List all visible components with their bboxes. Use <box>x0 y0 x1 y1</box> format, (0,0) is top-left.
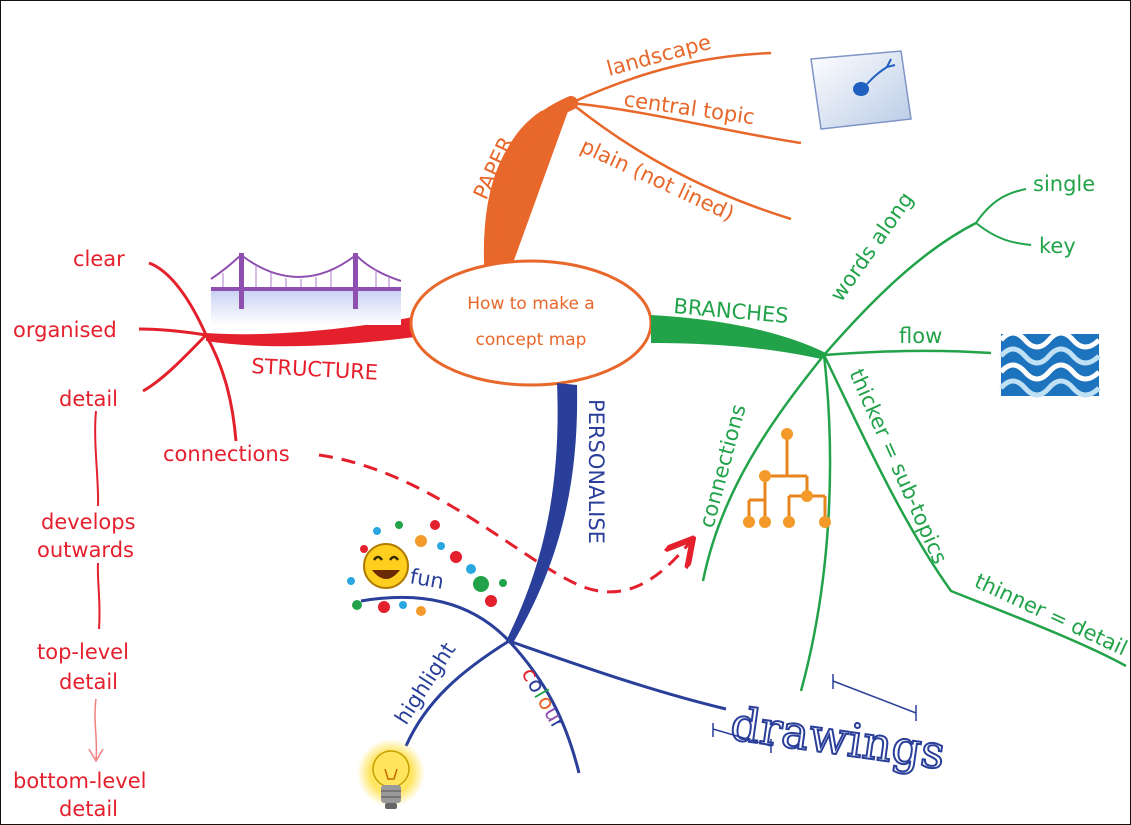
connections-label: connections <box>163 442 290 466</box>
highlight-branch-line <box>404 639 510 747</box>
center-title-line2: concept map <box>476 330 587 350</box>
single-label: single <box>1033 172 1095 196</box>
detail-down-arrow <box>88 698 104 763</box>
drawings-branch-line <box>508 639 727 711</box>
drawings-dimension-top <box>832 674 917 721</box>
thicker-sub-topics-label: thicker = sub-topics <box>844 365 952 567</box>
organised-branch-line <box>138 327 207 337</box>
detail-label: detail <box>59 387 118 411</box>
flow-label: flow <box>899 324 942 348</box>
key-branch-line <box>975 222 1032 246</box>
confetti-dots <box>347 520 507 616</box>
landscape-label: landscape <box>604 30 714 81</box>
fun-branch-line <box>360 595 511 643</box>
personalise-label: PERSONALISE <box>584 399 608 544</box>
paper-trunk <box>488 103 571 263</box>
green-connections-label: connections <box>695 402 751 531</box>
organised-label: organised <box>13 318 117 342</box>
branches-branch: BRANCHES words along single key flow thi… <box>651 172 1130 692</box>
hierarchy-icon <box>743 428 831 528</box>
drawings-dimension-left <box>712 723 772 753</box>
clear-branch-line <box>148 261 208 336</box>
plain-not-lined-label: plain (not lined) <box>577 134 738 226</box>
connections-branch-line <box>204 334 238 442</box>
detail-branch-line <box>142 333 208 393</box>
bridge-icon <box>210 253 402 325</box>
central-topic-branch-line <box>570 101 802 145</box>
center-title-line1: How to make a <box>467 294 594 314</box>
green-connections-branch-line <box>701 354 825 582</box>
bottom-level-detail-label: detail <box>59 797 118 821</box>
structure-trunk <box>206 317 415 347</box>
connections-dashed-link <box>318 453 691 594</box>
top-level-detail-label: detail <box>59 670 118 694</box>
personalise-branch: PERSONALISE fun highlight c o l o u r dr… <box>360 383 950 781</box>
flow-branch-line <box>823 349 992 357</box>
structure-label: STRUCTURE <box>251 354 379 385</box>
plain-branch-line <box>570 102 792 221</box>
thinner-detail-label: thinner = detail <box>971 569 1130 661</box>
outwards-label: outwards <box>37 538 134 562</box>
develops-label: develops <box>41 510 136 534</box>
structure-branch: STRUCTURE clear organised detail connect… <box>13 247 691 821</box>
paper-branch: PAPER landscape central topic plain (not… <box>469 30 802 270</box>
clear-label: clear <box>73 247 125 271</box>
words-along-branch-line <box>823 221 977 356</box>
personalise-trunk <box>506 383 578 643</box>
smiley-icon <box>363 543 409 589</box>
fun-label: fun <box>408 564 446 594</box>
waves-icon <box>999 330 1101 398</box>
colour-label: c o l o u r <box>517 664 571 734</box>
bottom-level-label: bottom-level <box>13 769 146 793</box>
lightbulb-icon <box>357 739 425 809</box>
top-level-label: top-level <box>37 640 129 664</box>
central-topic-node: How to make a concept map <box>409 259 653 387</box>
sperm-card-icon <box>810 50 912 130</box>
key-label: key <box>1039 234 1076 258</box>
words-along-label: words along <box>825 188 918 306</box>
colour-branch-line <box>507 639 581 774</box>
branches-trunk <box>651 315 826 359</box>
thicker-branch-line <box>822 354 1127 668</box>
landscape-branch-line <box>570 51 772 105</box>
single-branch-line <box>975 188 1027 224</box>
